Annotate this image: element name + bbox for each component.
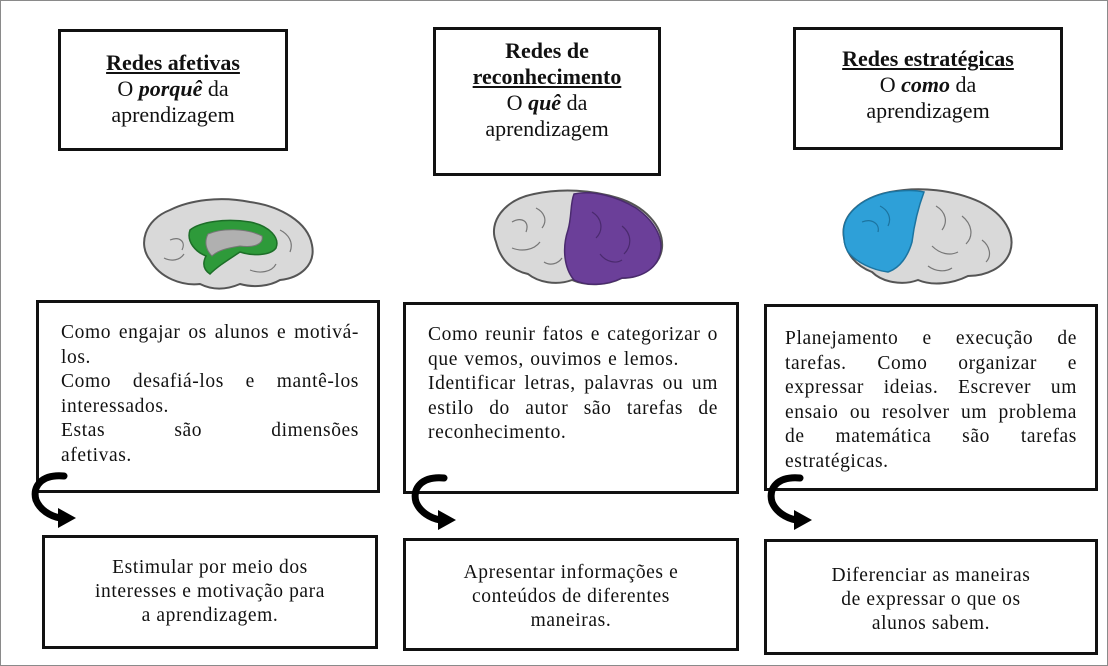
goal-box-afetivas: Estimular por meio dos interesses e moti… <box>42 535 378 649</box>
description-box-reconhecimento: Como reunir fatos e categorizar o que ve… <box>403 302 739 494</box>
subtitle-afetivas: O porquê da <box>117 76 229 101</box>
description-box-afetivas: Como engajar os alunos e motivá-los. Com… <box>36 300 380 493</box>
title-reconhecimento-line2: reconhecimento <box>472 64 622 89</box>
description-line: Planejamento e execução de tarefas. Como… <box>785 328 1077 472</box>
goal-line: Diferenciar as maneiras <box>831 565 1031 586</box>
subtitle-estrategicas-line2: aprendizagem <box>866 98 990 123</box>
subtitle-estrategicas: O como da <box>879 72 977 97</box>
title-afetivas: Redes afetivas <box>106 50 240 75</box>
curved-arrow-icon <box>767 474 812 530</box>
goal-box-reconhecimento: Apresentar informações e conteúdos de di… <box>403 538 739 651</box>
goal-line: alunos sabem. <box>871 613 991 634</box>
goal-line: de expressar o que os <box>841 589 1021 610</box>
title-box-afetivas: Redes afetivas O porquê da aprendizagem <box>58 29 288 151</box>
subtitle-reconhecimento-line2: aprendizagem <box>485 116 609 141</box>
goal-line: a aprendizagem. <box>141 605 279 626</box>
title-box-estrategicas: Redes estratégicas O como da aprendizage… <box>793 27 1063 150</box>
brain-strategic-icon <box>842 188 1013 285</box>
description-line: Como desafiá-los e mantê-los interessado… <box>61 371 359 417</box>
goal-line: interesses e motivação para <box>94 581 326 602</box>
description-line: Identificar letras, palavras ou um estil… <box>428 373 718 443</box>
curved-arrow-icon <box>411 474 456 530</box>
brain-recognition-icon <box>493 189 664 286</box>
title-estrategicas: Redes estratégicas <box>842 46 1014 71</box>
goal-line: conteúdos de diferentes <box>472 586 670 607</box>
goal-box-estrategicas: Diferenciar as maneiras de expressar o q… <box>764 539 1098 655</box>
subtitle-afetivas-line2: aprendizagem <box>111 102 235 127</box>
description-line: Como engajar os alunos e motivá-los. <box>61 322 359 368</box>
description-line: Como reunir fatos e categorizar o que ve… <box>428 324 718 370</box>
goal-line: maneiras. <box>530 610 612 631</box>
curved-arrow-icon <box>31 472 76 528</box>
description-line: Estas são dimensões afetivas. <box>61 420 359 466</box>
goal-line: Apresentar informações e <box>463 562 679 583</box>
title-reconhecimento-line1: Redes de <box>505 38 589 63</box>
description-box-estrategicas: Planejamento e execução de tarefas. Como… <box>764 304 1098 491</box>
subtitle-reconhecimento: O quê da <box>506 90 588 115</box>
goal-line: Estimular por meio dos <box>112 557 308 578</box>
brain-affective-icon <box>143 198 314 290</box>
title-box-reconhecimento: Redes de reconhecimento O quê da aprendi… <box>433 27 661 176</box>
